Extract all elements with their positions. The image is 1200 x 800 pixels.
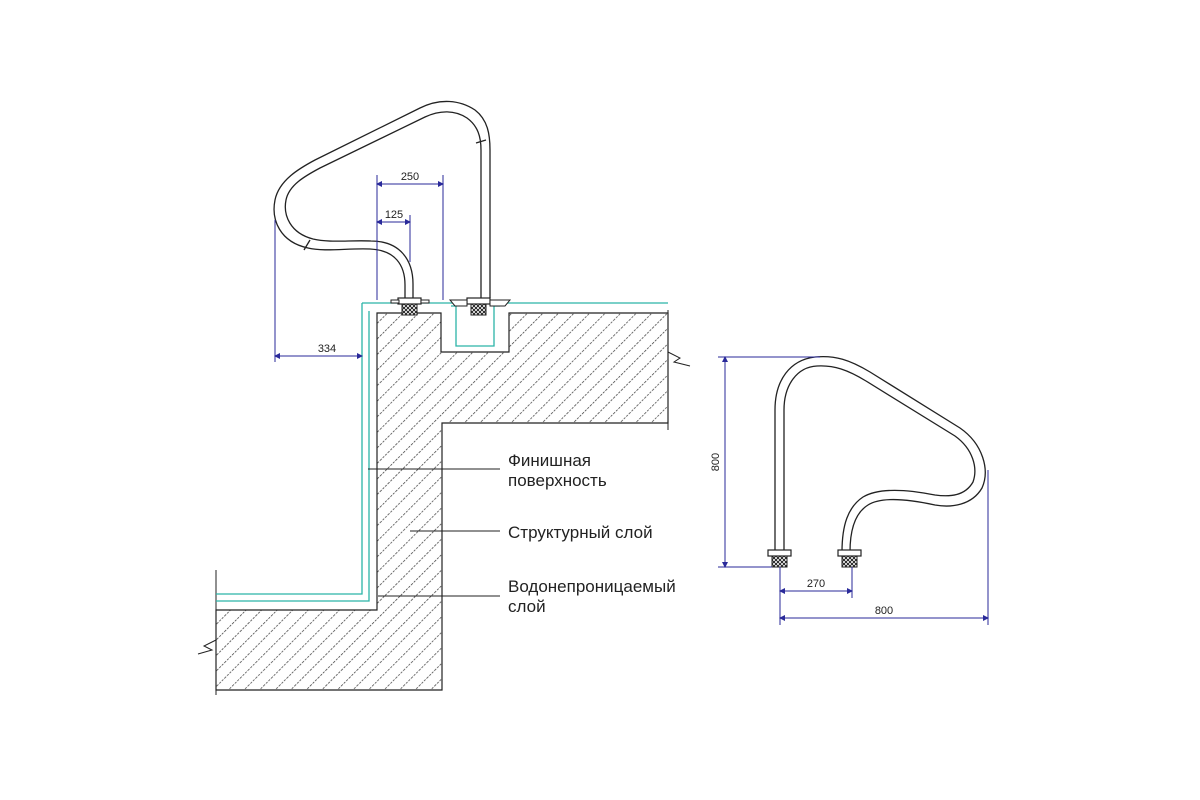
handrail-tube-outer <box>273 100 491 298</box>
handrail-standalone-outer <box>774 355 986 553</box>
handrail-installed <box>273 100 491 298</box>
handrail-tube-inner <box>284 111 482 298</box>
label-waterproof-line2: слой <box>508 597 546 616</box>
dimension-800-width: 800 <box>875 605 893 617</box>
dimension-334: 334 <box>318 343 336 355</box>
label-structural: Структурный слой <box>508 523 653 542</box>
handrail-standalone-inner <box>783 365 976 553</box>
leader-lines <box>368 468 500 597</box>
anchor-left-b <box>466 297 491 316</box>
break-mark-left <box>197 639 217 655</box>
dimensions-left <box>274 175 444 362</box>
handrail-standalone <box>774 355 986 553</box>
finish-wall-line <box>216 303 363 595</box>
dimension-270: 270 <box>807 578 825 590</box>
concrete-structure <box>215 312 669 691</box>
anchor-right-b <box>837 549 862 568</box>
concrete-upper-slab <box>215 312 669 691</box>
label-finish-line2: поверхность <box>508 471 607 490</box>
dimension-125: 125 <box>385 209 403 221</box>
dimensions-right <box>718 356 989 625</box>
waterproof-wall-line <box>216 311 370 602</box>
dimension-800-height: 800 <box>710 453 722 471</box>
anchor-right-a <box>767 549 792 568</box>
dimension-250: 250 <box>401 171 419 183</box>
break-marks <box>197 310 691 695</box>
break-mark-right <box>667 351 691 367</box>
cover-plates <box>390 299 512 307</box>
label-finish-line1: Финишная <box>508 451 591 470</box>
label-waterproof-line1: Водонепроницаемый <box>508 577 676 596</box>
